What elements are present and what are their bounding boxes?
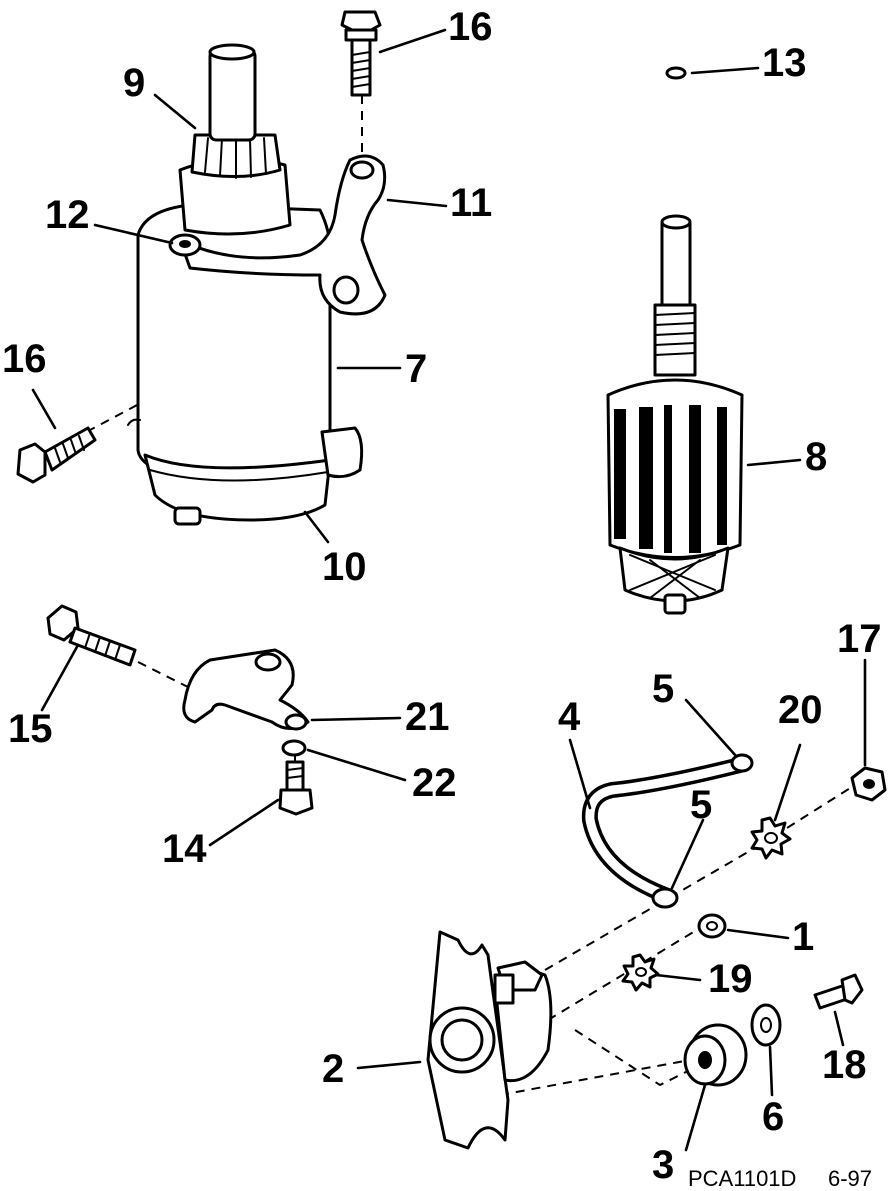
callout-4: 4	[558, 695, 581, 739]
callout-6: 6	[762, 1095, 784, 1139]
figure-code: PCA1101D	[688, 1166, 796, 1191]
callout-12: 12	[45, 193, 90, 237]
callout-18: 18	[822, 1043, 867, 1087]
callout-3: 3	[652, 1143, 674, 1187]
callout-numbers: 16 13 9 11 12 16 7 8 10 17 5 4 20 21 15 …	[2, 5, 882, 1187]
bolt-15	[46, 604, 137, 667]
callout-16-upper: 16	[448, 5, 493, 49]
callout-7: 7	[405, 347, 427, 391]
star-washer-20	[750, 816, 792, 860]
callout-21: 21	[405, 695, 450, 739]
callout-22: 22	[412, 761, 457, 805]
figure-date: 6-97	[828, 1166, 872, 1191]
screw-14	[278, 760, 314, 816]
callout-5-lower: 5	[690, 783, 712, 827]
bracket-21	[182, 648, 310, 731]
callout-9: 9	[123, 61, 145, 105]
callout-5-upper: 5	[652, 667, 674, 711]
bolt-upper	[340, 10, 382, 97]
callout-20: 20	[778, 688, 823, 732]
nut-17	[850, 766, 887, 802]
grommet-3	[683, 1023, 748, 1087]
washer-1	[697, 913, 727, 939]
callout-13: 13	[762, 41, 807, 85]
washer-22	[281, 739, 307, 757]
callout-17: 17	[837, 617, 882, 661]
callout-2: 2	[322, 1047, 344, 1091]
leader-lines	[31, 28, 867, 1152]
cable-4	[581, 753, 754, 909]
ring-13	[665, 66, 687, 80]
callout-1: 1	[792, 915, 814, 959]
bolt-left	[16, 426, 97, 484]
callout-11: 11	[450, 181, 492, 225]
armature	[606, 214, 744, 615]
screw-18	[813, 973, 864, 1010]
callout-14: 14	[162, 827, 207, 871]
callout-8: 8	[805, 435, 827, 479]
callout-15: 15	[8, 707, 53, 751]
star-washer-19	[621, 953, 660, 992]
callout-19: 19	[708, 957, 753, 1001]
washer-6	[750, 1003, 782, 1047]
callout-10: 10	[322, 545, 367, 589]
callout-16-left: 16	[2, 337, 47, 381]
starter-motor-housing	[127, 43, 387, 526]
solenoid-bracket-2	[426, 930, 553, 1150]
